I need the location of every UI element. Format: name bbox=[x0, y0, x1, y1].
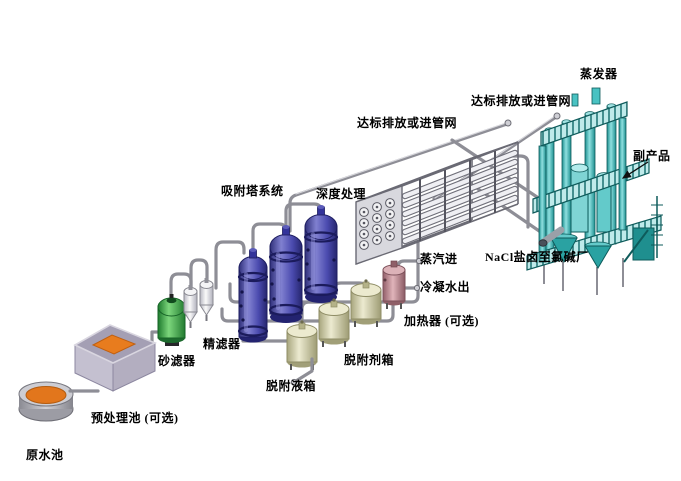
pipework-front bbox=[290, 226, 565, 386]
label-pretreatment-pool: 预处理池 (可选) bbox=[91, 411, 179, 425]
byproduct-arrow bbox=[621, 161, 649, 179]
label-adsorption-system: 吸附塔系统 bbox=[221, 184, 284, 198]
label-heater: 加热器 (可选) bbox=[404, 314, 479, 328]
sand-filter bbox=[157, 294, 186, 346]
label-desorbent-tank: 脱附剂箱 bbox=[344, 353, 395, 367]
fine-filters bbox=[183, 278, 214, 328]
label-nacl-brine: NaCl盐卤至氯碱厂 bbox=[485, 250, 589, 264]
heater bbox=[382, 260, 406, 309]
label-desorption-liquid-tank: 脱附液箱 bbox=[266, 379, 317, 393]
label-evaporator: 蒸发器 bbox=[580, 67, 618, 81]
nacl-brine-outlet-pipe bbox=[541, 226, 565, 245]
label-fine-filter: 精滤器 bbox=[203, 337, 241, 351]
evaporator bbox=[526, 87, 663, 295]
label-steam-in: 蒸汽进 bbox=[420, 252, 458, 266]
pretreatment-pool bbox=[73, 324, 157, 392]
label-condensate-out: 冷凝水出 bbox=[420, 280, 471, 294]
label-deep-treatment: 深度处理 bbox=[316, 187, 367, 201]
deep-treatment-unit bbox=[355, 141, 519, 265]
adsorption-tower-system bbox=[237, 205, 339, 343]
label-raw-water-pool: 原水池 bbox=[26, 448, 64, 462]
raw-water-pool bbox=[18, 381, 74, 422]
label-discharge-right: 达标排放或进管网 bbox=[471, 94, 572, 108]
label-sand-filter: 砂滤器 bbox=[158, 354, 196, 368]
desorbent-tanks bbox=[318, 279, 382, 347]
label-discharge-left: 达标排放或进管网 bbox=[357, 116, 458, 130]
label-byproduct: 副产品 bbox=[633, 149, 671, 163]
